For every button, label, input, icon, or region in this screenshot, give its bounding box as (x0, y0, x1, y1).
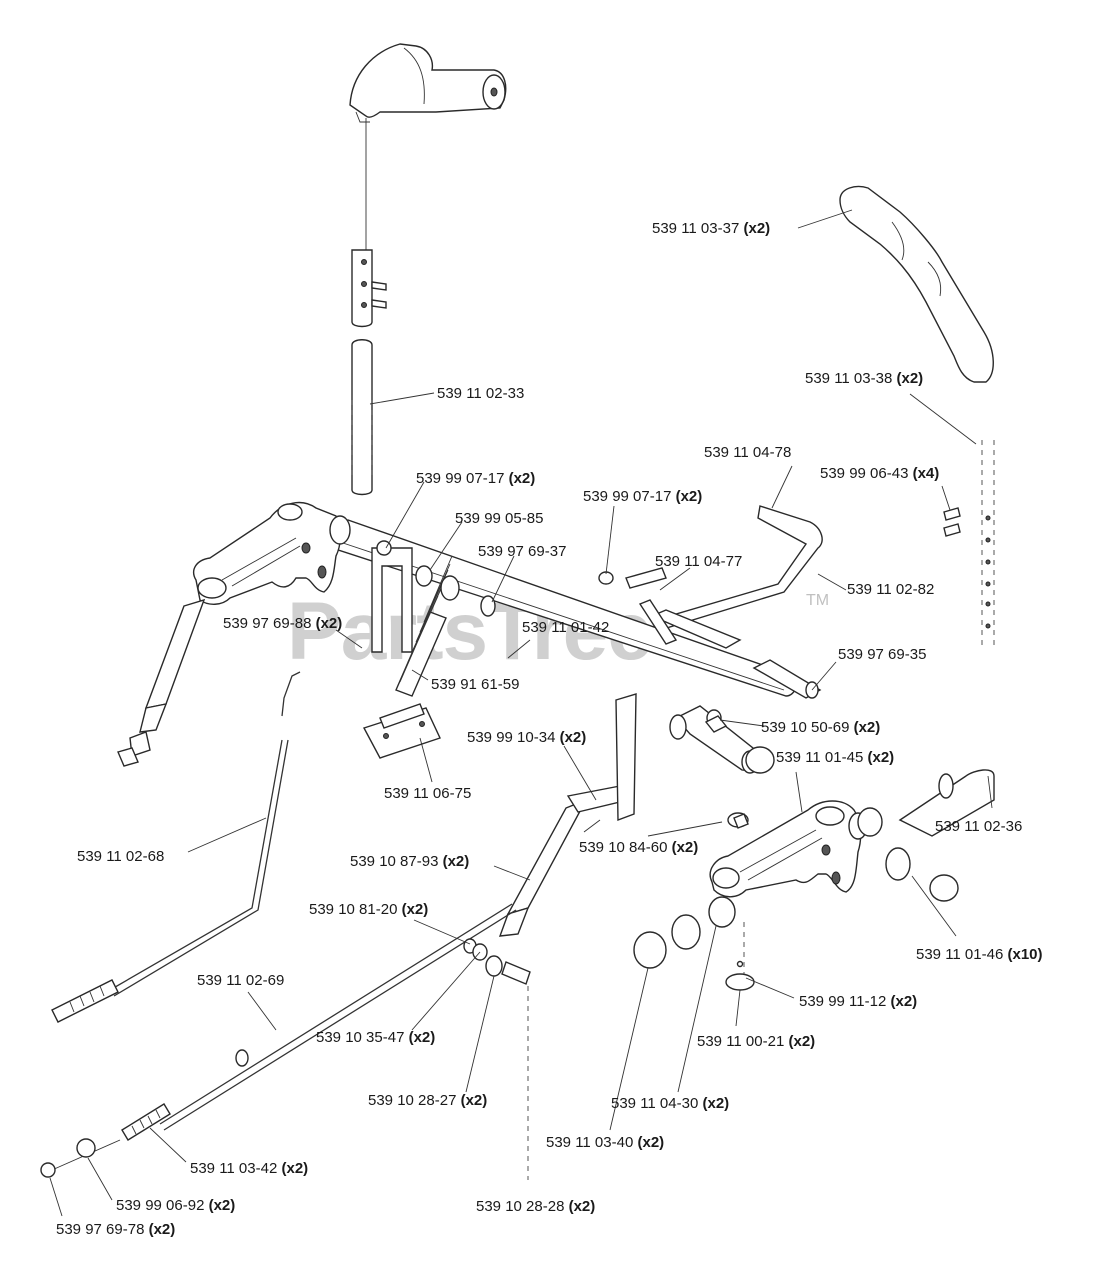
right-damper (498, 693, 637, 937)
part-label-539-97-69-37: 539 97 69-37 (478, 543, 567, 560)
part-label-539-97-69-35: 539 97 69-35 (838, 646, 927, 663)
handle-tube-upper (351, 249, 387, 328)
part-label-539-99-11-12: 539 99 11-12 (x2) (799, 993, 918, 1010)
part-label-539-11-06-75: 539 11 06-75 (384, 785, 472, 802)
part-label-539-11-02-36: 539 11 02-36 (935, 818, 1023, 835)
part-label-539-10-84-60: 539 10 84-60 (x2) (579, 839, 699, 856)
left-damper (117, 598, 206, 767)
handle-grip-right (839, 185, 994, 383)
part-label-539-11-03-38: 539 11 03-38 (x2) (805, 370, 924, 387)
part-label-539-99-06-92: 539 99 06-92 (x2) (116, 1197, 236, 1214)
control-rod-right (40, 903, 517, 1178)
part-label-539-11-02-69: 539 11 02-69 (197, 972, 285, 989)
part-label-539-97-69-78: 539 97 69-78 (x2) (56, 1221, 176, 1238)
part-label-539-11-04-78: 539 11 04-78 (704, 444, 792, 461)
right-bushings (633, 709, 959, 991)
part-label-539-11-02-68: 539 11 02-68 (77, 848, 165, 865)
spring-mount-plate (362, 703, 441, 759)
part-label-539-11-01-46: 539 11 01-46 (x10) (916, 946, 1043, 963)
part-label-539-10-35-47: 539 10 35-47 (x2) (316, 1029, 436, 1046)
part-label-539-99-05-85: 539 99 05-85 (455, 510, 544, 527)
part-label-539-91-61-59: 539 91 61-59 (431, 676, 520, 693)
part-label-539-99-06-43: 539 99 06-43 (x4) (820, 465, 940, 482)
part-label-539-10-50-69: 539 10 50-69 (x2) (761, 719, 881, 736)
handle-tube-right (943, 440, 995, 650)
part-label-539-11-01-45: 539 11 01-45 (x2) (776, 749, 895, 766)
part-label-539-11-00-21: 539 11 00-21 (x2) (697, 1033, 816, 1050)
handle-grip-top (349, 43, 507, 123)
right-control-housing (709, 800, 868, 898)
part-label-539-11-03-42: 539 11 03-42 (x2) (190, 1160, 309, 1177)
part-label-539-11-02-33: 539 11 02-33 (437, 385, 525, 402)
part-label-539-11-03-40: 539 11 03-40 (x2) (546, 1134, 665, 1151)
part-label-539-97-69-88: 539 97 69-88 (x2) (223, 615, 343, 632)
tension-spring (395, 555, 453, 697)
control-rod-left (51, 671, 301, 1023)
part-label-539-11-03-37: 539 11 03-37 (x2) (652, 220, 771, 237)
part-label-539-99-07-17-b: 539 99 07-17 (x2) (583, 488, 703, 505)
right-lever-arm (625, 505, 823, 649)
part-label-539-99-07-17-a: 539 99 07-17 (x2) (416, 470, 536, 487)
part-label-539-10-28-27: 539 10 28-27 (x2) (368, 1092, 488, 1109)
part-label-539-10-87-93: 539 10 87-93 (x2) (350, 853, 470, 870)
part-label-539-11-04-30: 539 11 04-30 (x2) (611, 1095, 730, 1112)
leader-lines (49, 209, 993, 1217)
part-label-539-99-10-34: 539 99 10-34 (x2) (467, 729, 587, 746)
left-control-housing (192, 501, 351, 605)
linkage-bracket (371, 540, 413, 653)
part-label-539-10-81-20: 539 10 81-20 (x2) (309, 901, 429, 918)
handle-tube-lower (351, 339, 373, 496)
part-label-539-11-04-77: 539 11 04-77 (655, 553, 743, 570)
watermark-trademark: TM (806, 592, 830, 609)
rod-hardware (463, 715, 749, 1180)
part-label-539-11-02-82: 539 11 02-82 (847, 581, 935, 598)
shaft-right-end (898, 769, 995, 837)
part-label-539-10-28-28: 539 10 28-28 (x2) (476, 1198, 596, 1215)
part-label-539-11-01-42: 539 11 01-42 (522, 619, 610, 636)
